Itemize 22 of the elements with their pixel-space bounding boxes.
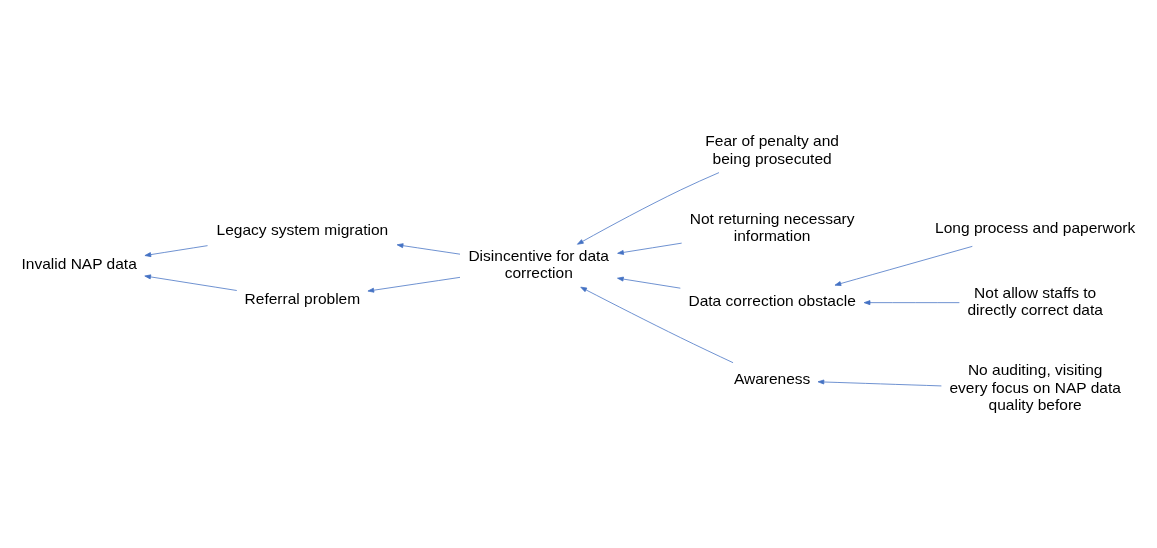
- arrow: [144, 274, 238, 291]
- node-text: Data correction obstacle: [688, 291, 856, 309]
- arrow: [144, 244, 208, 257]
- arrow: [367, 276, 461, 293]
- node-text: Legacy system migration: [216, 220, 389, 238]
- node-text: Not allow staffs to directly correct data: [967, 283, 1103, 318]
- arrow: [834, 245, 973, 286]
- arrow: [617, 276, 681, 289]
- arrow: [580, 286, 734, 363]
- arrow: [863, 299, 960, 305]
- node-text: Not returning necessary information: [689, 209, 855, 244]
- arrow: [396, 242, 461, 255]
- node-text: Fear of penalty and being prosecuted: [705, 131, 839, 167]
- arrow: [817, 379, 942, 386]
- node-text: Referral problem: [244, 289, 361, 307]
- node-text: Disincentive for data correction: [468, 246, 609, 281]
- node-text: No auditing, visiting every focus on NAP data quality before: [949, 360, 1121, 413]
- node-text: Long process and paperwork: [935, 218, 1136, 236]
- node-text: Invalid NAP data: [21, 254, 137, 272]
- node-text: Awareness: [733, 369, 811, 387]
- arrow: [617, 242, 683, 255]
- arrow: [577, 171, 720, 245]
